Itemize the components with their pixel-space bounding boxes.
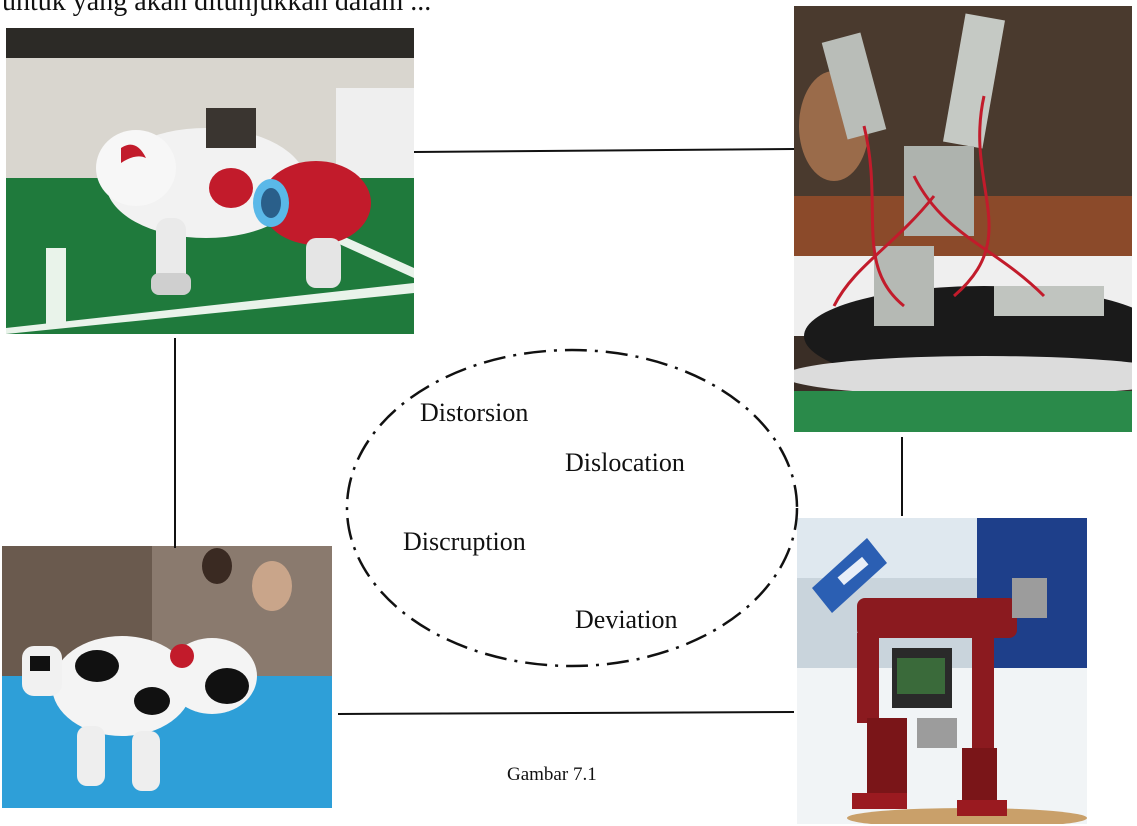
center-word-deviation: Deviation [575,605,678,634]
connector-top [413,148,795,153]
center-word-distorsion: Distorsion [420,398,529,427]
dash-dot-ellipse [345,348,799,668]
center-word-dislocation: Dislocation [565,448,685,477]
photo-metal-wire-robot [794,6,1132,432]
center-word-discruption: Discruption [403,527,526,556]
connector-bottom [337,711,795,715]
photo-soccer-robot-fallen [6,28,414,334]
photo-red-robot-with-sign [797,518,1087,824]
figure-caption: Gambar 7.1 [507,764,597,785]
photo-robot-dogs [2,546,332,808]
page-top-text-fragment: untuk yang akan ditunjukkan dalam ... [2,0,432,17]
